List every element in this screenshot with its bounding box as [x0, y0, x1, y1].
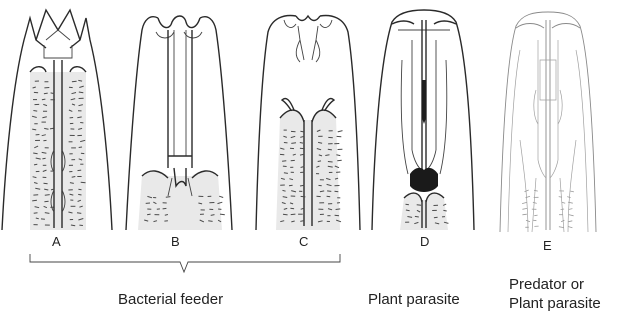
tissue-hatch [561, 209, 565, 210]
predator-line-1: Predator or [509, 275, 601, 294]
tissue-hatch [284, 173, 288, 174]
tissue-hatch [147, 214, 151, 215]
tissue-hatch [406, 204, 409, 205]
panel-b-head [126, 16, 232, 230]
tissue-hatch [434, 217, 438, 218]
tissue-hatch [525, 190, 529, 192]
tissue-hatch [338, 131, 343, 132]
tissue-hatch [79, 92, 84, 93]
tissue-hatch [219, 196, 223, 197]
tissue-hatch [44, 183, 48, 184]
predator-line-2: Plant parasite [509, 294, 601, 313]
tissue-hatch [522, 214, 526, 215]
tissue-hatch [42, 158, 45, 159]
panel-letter-b: B [171, 234, 180, 249]
tissue-hatch [569, 209, 573, 210]
tissue-hatch [522, 208, 527, 209]
tissue-hatch [443, 210, 446, 211]
panel-d-head [372, 10, 474, 230]
tissue-hatch [42, 99, 46, 100]
tissue-hatch [561, 220, 564, 222]
tissue-hatch [300, 148, 305, 149]
tissue-hatch [208, 221, 212, 222]
bacterial-feeder-label: Bacterial feeder [118, 291, 223, 308]
tissue-hatch [533, 202, 537, 203]
tissue-hatch [289, 185, 293, 186]
tissue-hatch [570, 191, 574, 192]
bacterial-feeder-brace [30, 254, 340, 272]
tissue-hatch [567, 197, 570, 198]
tissue-hatch [569, 215, 574, 216]
tissue-hatch [568, 227, 572, 228]
tissue-hatch [283, 214, 288, 215]
plant-parasite-label: Plant parasite [368, 291, 460, 308]
tissue-hatch [72, 81, 77, 82]
tissue-hatch [335, 191, 339, 192]
tissue-hatch [534, 215, 537, 216]
tissue-hatch [417, 205, 421, 206]
tissue-hatch [534, 190, 538, 191]
tissue-hatch [45, 195, 50, 196]
tissue-hatch [336, 209, 341, 210]
tissue-hatch [77, 213, 81, 214]
tissue-hatch [33, 153, 37, 154]
panel-letter-d: D [420, 234, 429, 249]
tissue-hatch [81, 182, 86, 183]
tissue-hatch [337, 160, 341, 161]
tissue-hatch [79, 147, 82, 148]
tissue-hatch [34, 213, 38, 214]
tissue-hatch [165, 215, 168, 216]
tissue-hatch [327, 191, 331, 192]
tissue-hatch [300, 185, 304, 186]
tissue-hatch [51, 93, 55, 94]
tissue-hatch [78, 80, 82, 81]
panel-a-head [2, 10, 112, 230]
tissue-hatch [163, 208, 167, 209]
tissue-hatch [291, 214, 296, 215]
tissue-hatch [44, 93, 48, 94]
tissue-hatch [291, 143, 296, 144]
tissue-hatch [300, 131, 303, 132]
tissue-hatch [562, 202, 565, 203]
tissue-hatch [50, 128, 54, 129]
tissue-hatch [78, 170, 82, 171]
tissue-hatch [415, 216, 419, 217]
tissue-hatch [78, 194, 81, 195]
panel-c-head [256, 16, 360, 230]
tissue-hatch [34, 164, 37, 165]
tissue-hatch [44, 201, 48, 202]
tissue-hatch [220, 214, 225, 215]
tissue-hatch [328, 149, 332, 150]
tissue-hatch [301, 196, 306, 197]
tissue-hatch [318, 161, 321, 162]
tissue-hatch [569, 221, 573, 222]
tissue-hatch [282, 161, 286, 162]
predator-or-plant-parasite-label: Predator or Plant parasite [509, 275, 601, 313]
tissue-hatch [32, 200, 37, 201]
tissue-hatch [406, 210, 410, 211]
tissue-hatch [335, 215, 339, 216]
tissue-hatch [522, 202, 527, 203]
tissue-hatch [166, 197, 171, 198]
tissue-hatch [300, 143, 303, 144]
tissue-hatch [328, 162, 333, 163]
tissue-hatch [559, 227, 564, 228]
panel-letter-e: E [543, 238, 552, 253]
tissue-hatch [33, 111, 37, 112]
panel-letter-c: C [299, 234, 308, 249]
panel-letter-a: A [52, 234, 61, 249]
panel-e-head [500, 12, 596, 232]
